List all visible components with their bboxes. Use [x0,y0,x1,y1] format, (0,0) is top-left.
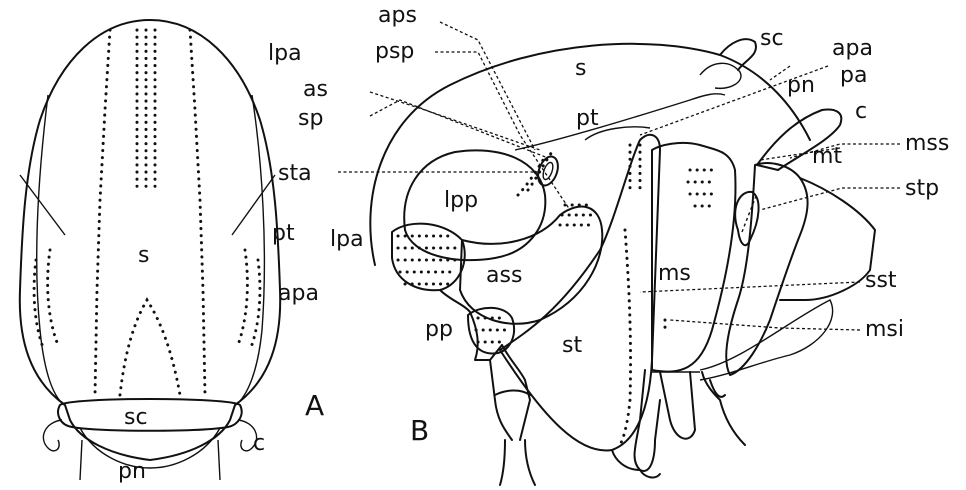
wing-stub [780,178,875,300]
label-b-c: c [855,99,867,124]
coxa-curl-left [43,420,62,451]
label-b-aps: aps [378,3,417,28]
bristle-rows-a [34,30,260,395]
label-b-as: as [303,77,328,102]
postnotum-line-left [80,440,82,480]
label-b-pa: pa [840,63,867,88]
label-b-apa: apa [832,36,873,61]
figure-b-lateral-view: aps psp as sp sta s pt lpp lpa ass pp st… [278,3,949,485]
scutellum-knob [720,39,756,70]
lateral-line-right [236,95,264,405]
label-b-mt: mt [812,144,842,169]
suture-right [232,175,275,235]
label-a-sc: sc [124,405,148,430]
panel-label-b: B [410,414,429,447]
label-b-pt: pt [576,106,599,131]
postnotum-a [80,428,220,468]
label-a-c: c [253,431,265,456]
scutellum-bar [58,399,242,431]
lpa-lobe [392,224,465,291]
label-a-apa: apa [278,281,319,306]
label-b-sc: sc [760,26,784,51]
label-b-mss: mss [905,131,949,156]
label-b-lpa: lpa [330,227,364,252]
label-a-s: s [138,243,149,268]
leader-lines-b [338,22,900,330]
label-a-lpa: lpa [268,41,302,66]
sternopleuron-st [500,135,660,451]
postnotum-line-right [218,440,220,480]
label-b-ass: ass [486,263,522,288]
label-b-s: s [575,56,586,81]
transverse-suture [515,94,725,150]
label-b-st: st [562,333,582,358]
scutellum-lower [700,63,741,88]
label-b-lpp: lpp [444,188,478,213]
label-b-sta: sta [278,161,312,186]
label-b-pn: pn [787,73,815,98]
label-a-pn: pn [118,459,146,484]
body-outline-a [20,20,280,460]
label-b-sst: sst [865,268,897,293]
figure-a-dorsal-view: lpa s pt apa sc c pn A [20,20,324,484]
stp-stripes [742,196,756,232]
legs-b [490,345,745,485]
label-b-pp: pp [425,317,453,342]
abdomen-lower [700,300,833,380]
mt-plate [726,163,807,375]
label-b-stp: stp [905,176,939,201]
label-b-psp: psp [375,39,414,64]
label-b-sp: sp [298,106,323,131]
suture-left [20,175,65,235]
label-b-ms: ms [658,261,691,286]
mesopleuron-ms [652,143,735,372]
label-b-msi: msi [865,317,904,342]
panel-label-a: A [305,389,324,422]
scutum-dome [370,44,810,265]
label-a-pt: pt [272,221,295,246]
